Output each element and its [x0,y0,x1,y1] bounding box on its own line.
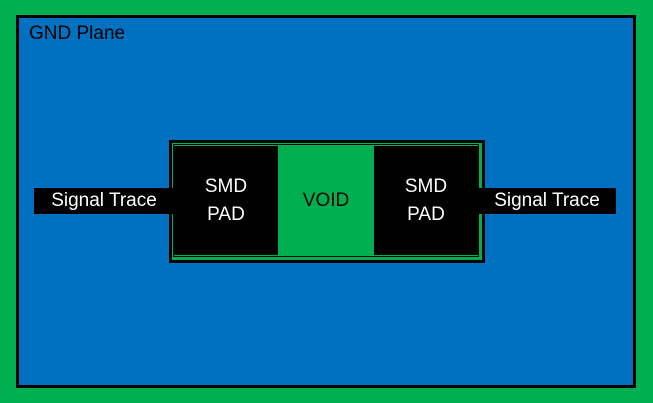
signal-trace-left: Signal Trace [34,188,174,214]
gnd-plane-label: GND Plane [29,23,126,44]
smd-pad-left: SMD PAD [174,146,278,255]
smd-pad-right-line1: SMD [404,175,448,197]
smd-pad-left-line1: SMD [204,175,248,197]
signal-trace-right: Signal Trace [478,188,616,214]
smd-pad-right: SMD PAD [374,146,478,255]
smd-pad-right-line2: PAD [407,203,445,225]
smd-pad-left-line2: PAD [207,203,245,225]
void-label: VOID [302,189,350,211]
